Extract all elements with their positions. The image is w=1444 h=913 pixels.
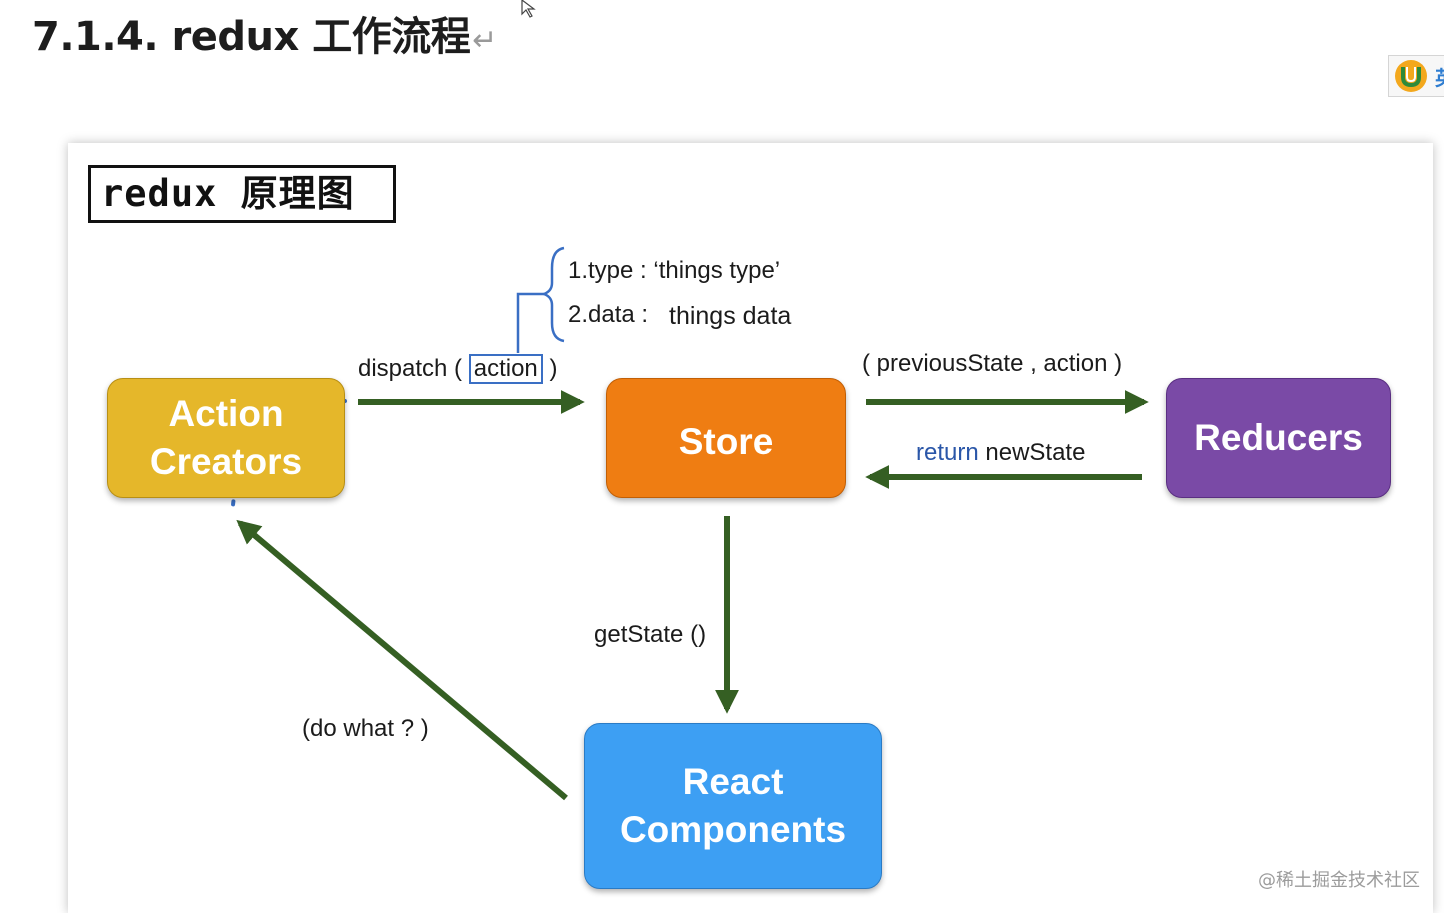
section-heading: 7.1.4. redux 工作流程↵ xyxy=(32,4,497,62)
u-shaped-logo-icon xyxy=(1395,60,1427,92)
previous-state-label: ( previousState , action ) xyxy=(862,350,1123,377)
dispatch-prefix: dispatch ( xyxy=(358,355,463,382)
return-new-state-label: return newState xyxy=(916,439,1085,467)
return-mark-icon: ↵ xyxy=(472,23,497,58)
section-heading-text: 7.1.4. redux 工作流程 xyxy=(32,14,471,60)
return-value: newState xyxy=(985,439,1086,466)
action-data-field-value: things data xyxy=(669,302,792,330)
return-keyword: return xyxy=(916,439,979,466)
action-creators-label-line1: Action xyxy=(168,393,284,434)
diagram-slide: redux 原理图 Action Creators Store Reducers… xyxy=(68,143,1433,913)
store-label: Store xyxy=(678,421,774,462)
action-creators-label-line2: Creators xyxy=(149,441,303,482)
dispatch-label: dispatch ( action ) xyxy=(358,354,557,384)
action-type-field: 1.type : ‘things type’ xyxy=(568,257,781,284)
action-fields-connector xyxy=(516,292,544,353)
side-badge[interactable]: 英 xyxy=(1388,55,1444,97)
react-components-label-line2: Components xyxy=(619,809,847,850)
dispatch-suffix: ) xyxy=(549,355,558,382)
diagram-connectors xyxy=(231,246,1149,801)
dispatch-action-highlight: action xyxy=(468,354,543,384)
react-components-node: React Components xyxy=(584,723,882,889)
react-components-label-line1: React xyxy=(682,761,784,802)
mouse-cursor-icon xyxy=(521,0,536,18)
action-creators-node: Action Creators xyxy=(107,378,345,498)
reducers-node: Reducers xyxy=(1166,378,1391,498)
action-data-field-key: 2.data : xyxy=(568,301,649,328)
do-what-label: (do what ? ) xyxy=(302,715,429,742)
diagram-title: redux 原理图 xyxy=(88,165,396,223)
action-fields-brace xyxy=(540,246,565,343)
do-what-arrow xyxy=(236,519,568,801)
store-node: Store xyxy=(606,378,846,498)
watermark: @稀土掘金技术社区 xyxy=(1258,870,1420,891)
side-badge-label: 英 xyxy=(1435,62,1444,91)
get-state-label: getState () xyxy=(594,621,707,648)
reducers-label: Reducers xyxy=(1194,417,1363,458)
